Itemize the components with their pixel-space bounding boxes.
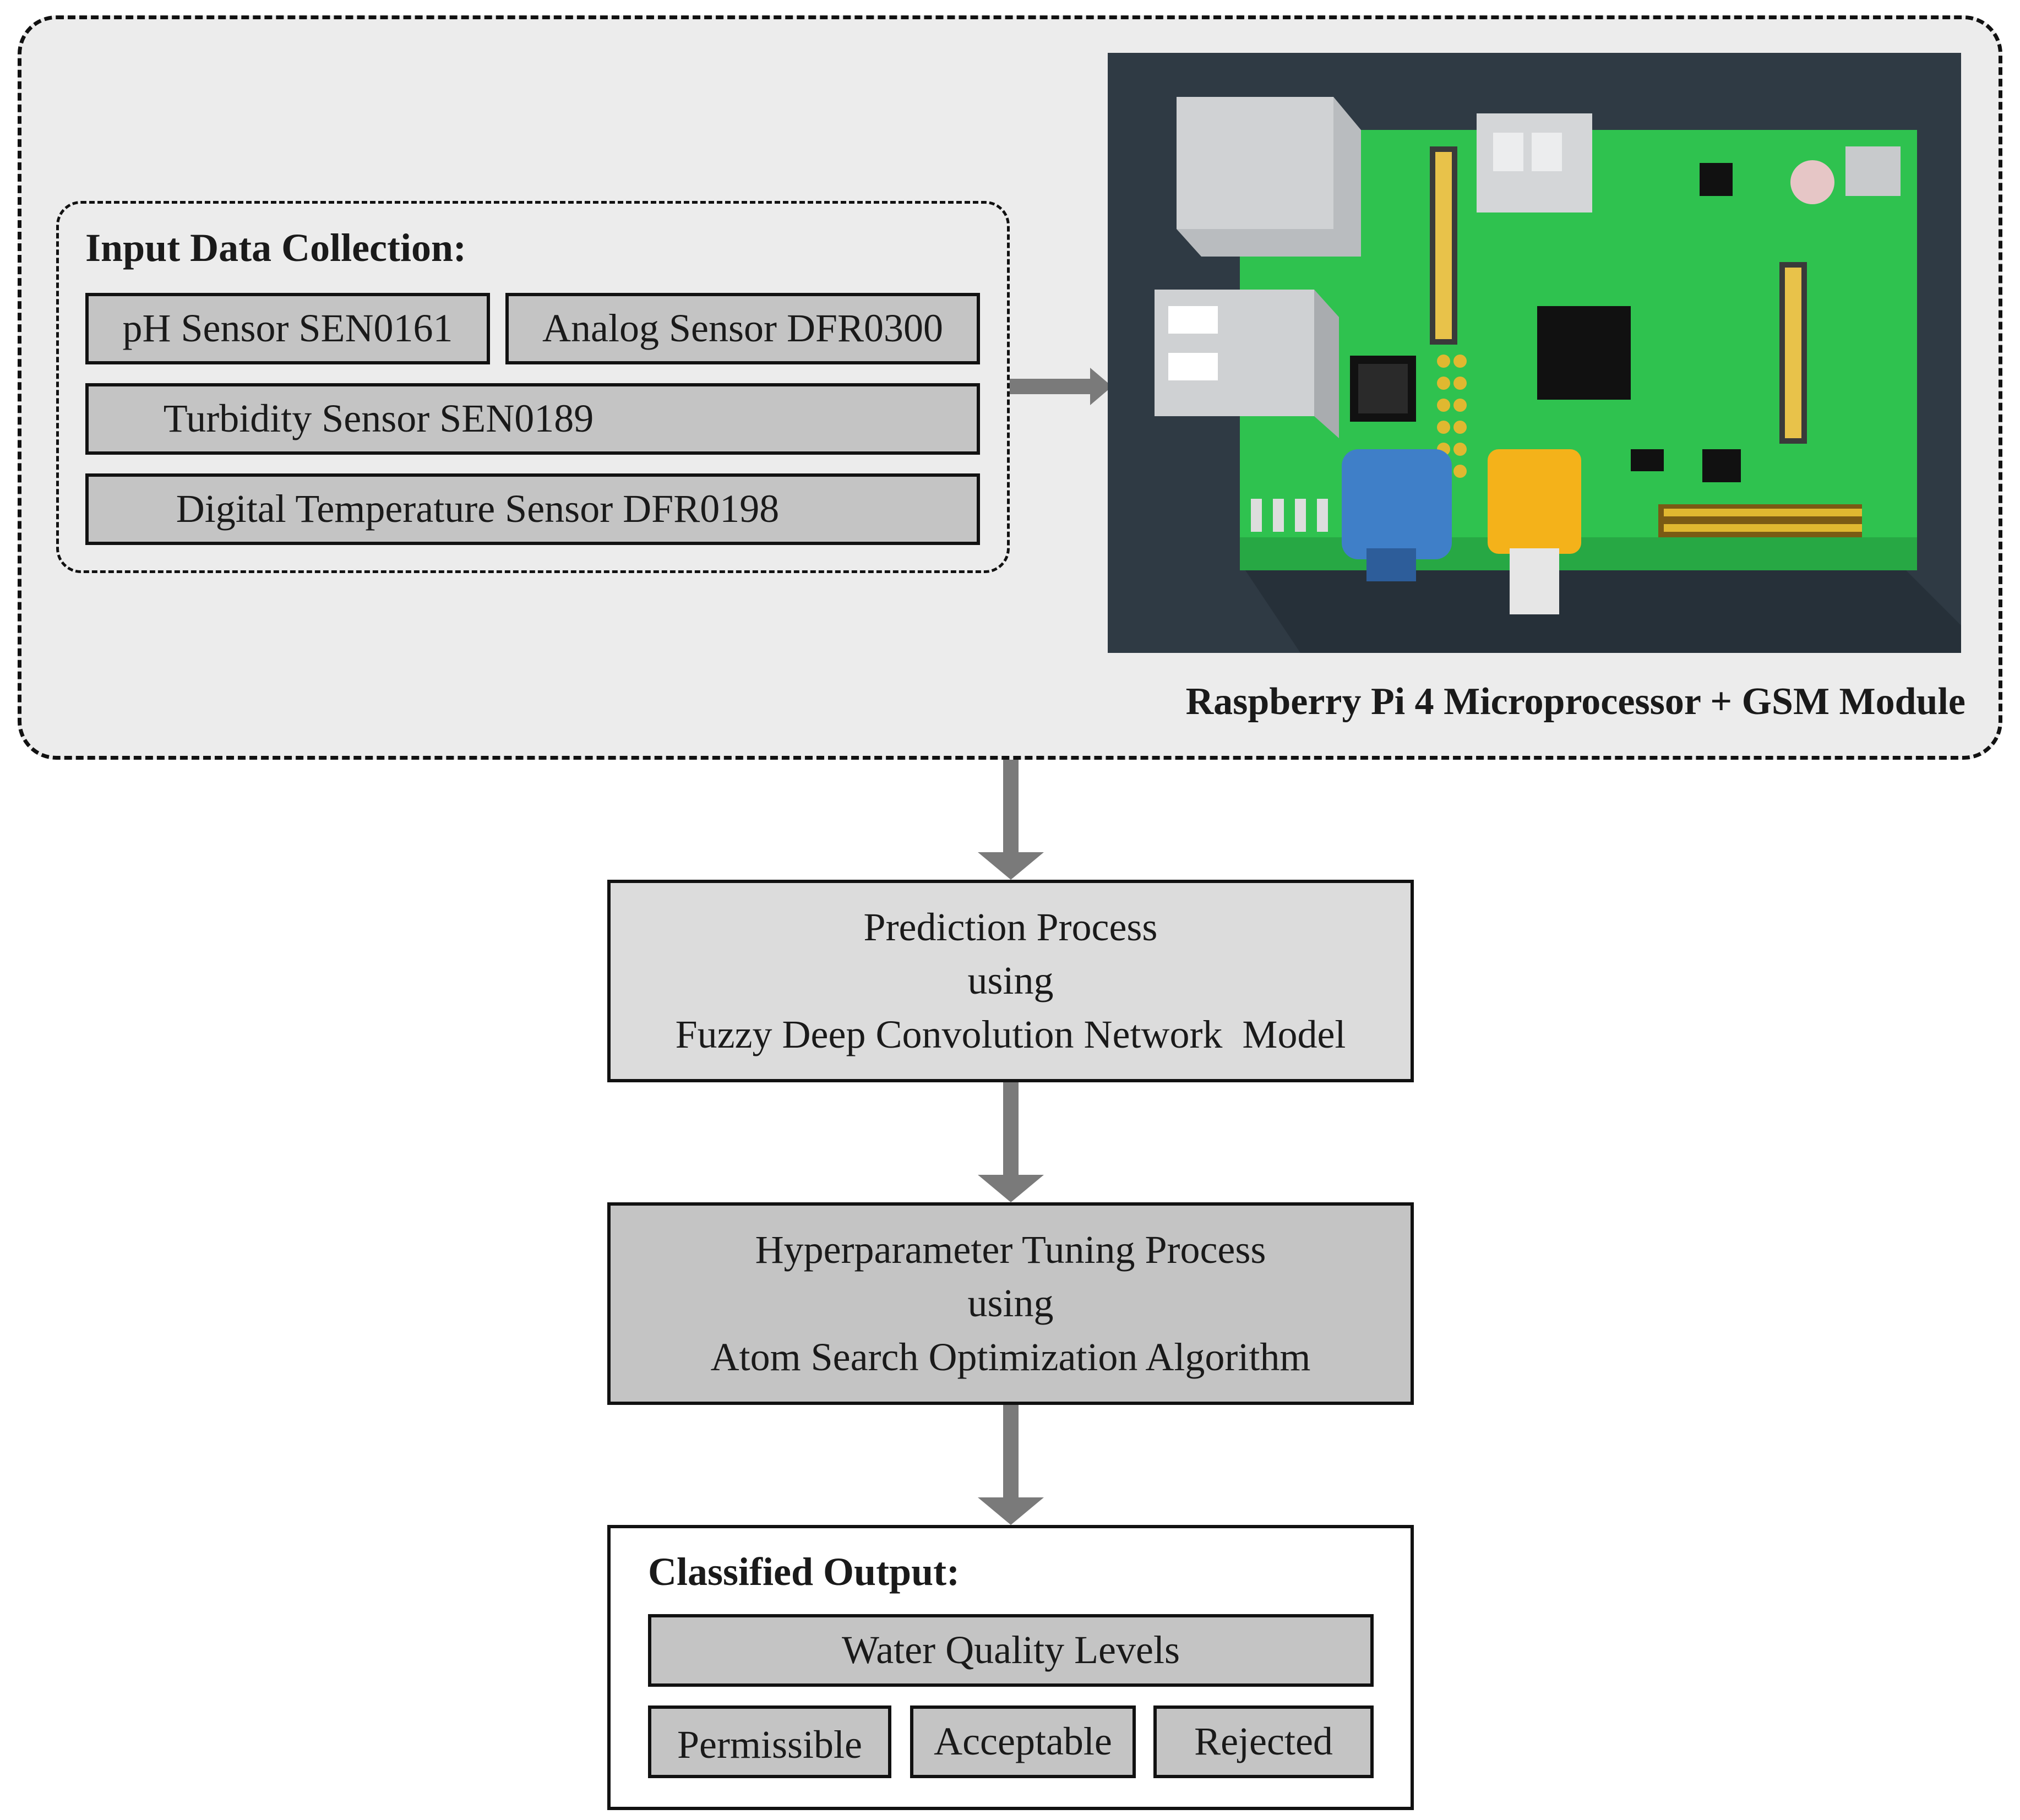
input-collection-heading: Input Data Collection: [85, 226, 467, 270]
arrow-tuning-to-output [1003, 1405, 1019, 1498]
sensor-analog: Analog Sensor DFR0300 [505, 293, 980, 364]
arrow-panel-to-prediction [1003, 760, 1019, 853]
sensor-turbidity-label: Turbidity Sensor SEN0189 [163, 396, 594, 441]
water-quality-levels: Water Quality Levels [648, 1614, 1374, 1687]
prediction-process-box: Prediction Process using Fuzzy Deep Conv… [607, 880, 1414, 1082]
raspberry-pi-board-icon [1155, 97, 1961, 653]
prediction-line-3: Fuzzy Deep Convolution Network Model [675, 1012, 1346, 1056]
class-acceptable: Acceptable [910, 1705, 1136, 1778]
tuning-line-1: Hyperparameter Tuning Process [755, 1228, 1266, 1272]
sensor-temperature-label: Digital Temperature Sensor DFR0198 [176, 487, 780, 531]
class-rejected: Rejected [1153, 1705, 1374, 1778]
device-caption: Raspberry Pi 4 Microprocessor + GSM Modu… [1185, 680, 1965, 723]
arrow-input-to-device [1010, 379, 1092, 394]
prediction-line-1: Prediction Process [863, 905, 1158, 950]
arrow-prediction-to-tuning [1003, 1082, 1019, 1176]
class-permissible: Permissible [648, 1705, 891, 1778]
arrow-prediction-to-tuning-head [978, 1175, 1044, 1202]
arrow-panel-to-prediction-head [978, 852, 1044, 880]
sensor-ph: pH Sensor SEN0161 [85, 293, 490, 364]
raspberry-pi-image [1108, 53, 1961, 653]
sensor-temperature: Digital Temperature Sensor DFR0198 [85, 473, 980, 545]
tuning-process-box: Hyperparameter Tuning Process using Atom… [607, 1202, 1414, 1405]
prediction-line-2: using [967, 958, 1054, 1003]
sensor-turbidity: Turbidity Sensor SEN0189 [85, 383, 980, 455]
tuning-line-2: using [967, 1281, 1054, 1326]
tuning-line-3: Atom Search Optimization Algorithm [710, 1334, 1311, 1379]
arrow-tuning-to-output-head [978, 1497, 1044, 1525]
classified-output-heading: Classified Output: [648, 1550, 960, 1594]
